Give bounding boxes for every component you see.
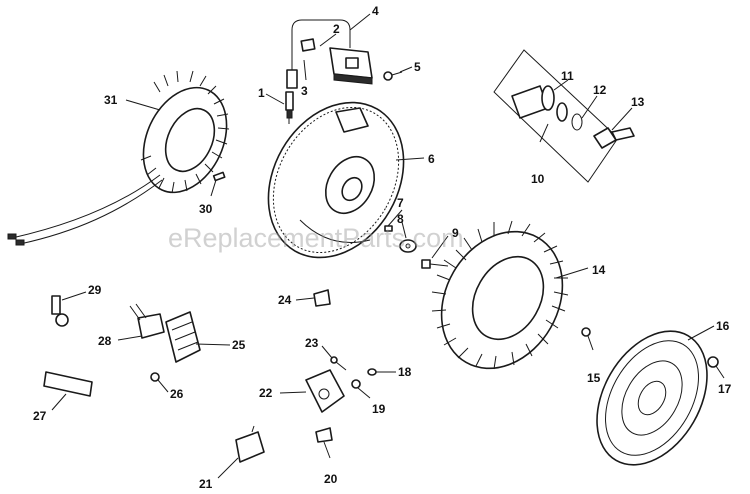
key-switch-assembly [493,49,635,183]
callout-15: 15 [587,371,601,385]
callout-31: 31 [104,93,118,107]
callout-3: 3 [301,84,308,98]
callout-11: 11 [561,69,574,83]
flywheel [267,101,405,259]
callout-27: 27 [33,409,47,423]
callout-19: 19 [372,402,386,416]
callout-28: 28 [98,334,112,348]
screw-15 [581,327,594,351]
callout-22: 22 [259,386,273,400]
callout-7: 7 [397,196,404,210]
flywheel-washer [399,239,417,253]
cover-27 [43,371,93,397]
clip-20 [315,427,333,443]
callout-5: 5 [414,60,421,74]
clamp-29 [51,295,69,327]
rectifier-22 [305,369,345,413]
screw-30 [210,171,226,197]
relay-21 [235,425,265,463]
callout-9: 9 [452,226,459,240]
screen-nut [707,356,719,368]
callout-25: 25 [232,338,246,352]
callout-17: 17 [718,382,732,396]
callout-18: 18 [398,365,412,379]
callout-4: 4 [372,4,379,18]
stator [7,70,230,246]
callout-2: 2 [333,22,340,36]
callout-10: 10 [531,172,545,186]
regulator-25 [165,311,201,363]
callout-26: 26 [170,387,184,401]
callout-labels: 1 2 3 4 5 6 7 8 9 10 11 12 13 14 15 16 1… [33,4,732,491]
callout-8: 8 [397,212,404,226]
callout-24: 24 [278,293,292,307]
callout-6: 6 [428,152,435,166]
washer-19 [351,379,361,389]
grass-screen [596,330,708,466]
screw-26 [150,372,160,382]
callout-12: 12 [593,83,607,97]
flywheel-bolt [421,259,449,269]
callout-23: 23 [305,336,319,350]
screw-23 [330,356,347,371]
callout-13: 13 [631,95,645,109]
callout-30: 30 [199,202,213,216]
callout-29: 29 [88,283,102,297]
callout-16: 16 [716,319,730,333]
watermark: eReplacementParts.com [168,223,464,253]
leader-lines [51,13,725,479]
ignition-module [286,19,373,89]
nut-18 [367,368,377,376]
callout-14: 14 [592,263,606,277]
screw-5 [383,71,403,81]
callout-1: 1 [258,86,265,100]
callout-20: 20 [324,472,338,486]
spark-plug [285,91,294,124]
callout-21: 21 [199,477,213,491]
bracket-24 [313,289,331,307]
blower-fan [431,220,569,370]
connector-28 [129,303,165,339]
